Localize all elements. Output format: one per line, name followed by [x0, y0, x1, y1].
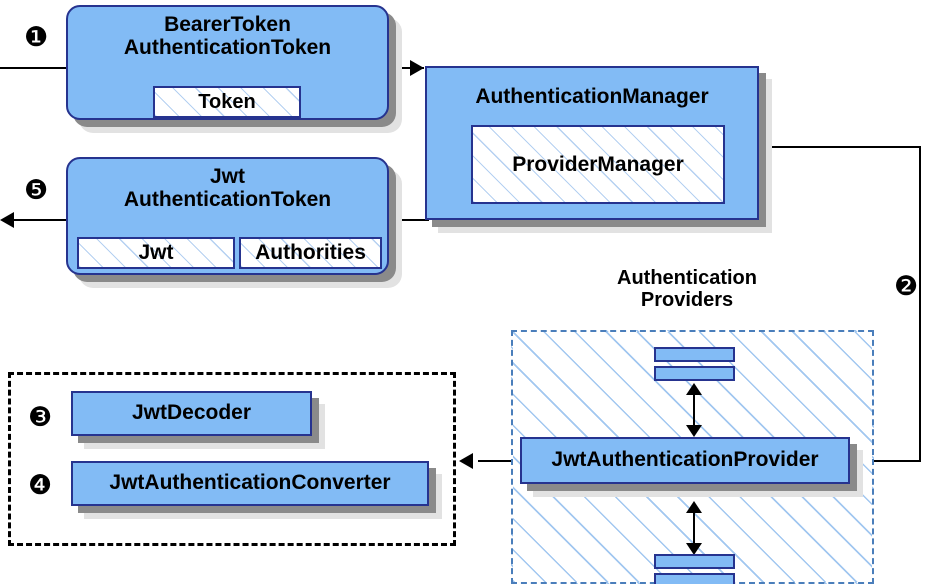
jwt-token-title-line1: Jwt — [209, 165, 245, 188]
provider-placeholder-bar-top-2 — [654, 366, 735, 381]
connector-manager-to-jwttoken — [389, 219, 429, 221]
arrowhead-provider-bottom-up — [686, 501, 702, 513]
provider-placeholder-bar-bottom-2 — [654, 573, 735, 584]
jwt-authentication-converter-box: JwtAuthenticationConverter — [71, 461, 429, 506]
authentication-manager-title: AuthenticationManager — [475, 85, 709, 108]
provider-placeholder-bar-bottom-1 — [654, 554, 735, 569]
arrowhead-response-out — [0, 212, 14, 228]
connector-provider-bottom — [693, 505, 695, 550]
arrowhead-to-manager — [410, 60, 424, 76]
arrowhead-to-support — [459, 453, 473, 469]
connector-manager-out-v — [919, 146, 921, 461]
jwt-token-title-line2: AuthenticationToken — [123, 187, 332, 211]
connector-provider-to-support — [478, 460, 523, 462]
authentication-providers-group: JwtAuthenticationProvider — [511, 330, 874, 584]
connector-bearer-to-manager — [389, 67, 424, 69]
arrowhead-provider-top-up — [686, 383, 702, 395]
bearer-token-authentication-token-box: BearerToken AuthenticationToken Token — [66, 5, 389, 120]
jwt-token-title: Jwt AuthenticationToken — [123, 165, 332, 211]
jwt-support-group — [8, 372, 456, 546]
provider-manager-field: ProviderManager — [471, 125, 725, 204]
bearer-token-title: BearerToken AuthenticationToken — [123, 13, 332, 59]
provider-manager-label: ProviderManager — [512, 152, 684, 176]
connector-request-in — [0, 67, 70, 69]
bearer-token-title-line1: BearerToken — [164, 13, 291, 36]
jwt-authentication-provider-box: JwtAuthenticationProvider — [520, 437, 850, 484]
badge-step-4: ❹ — [28, 470, 53, 501]
authentication-providers-heading-line1: Authentication — [617, 267, 757, 289]
jwt-field: Jwt — [77, 237, 235, 269]
jwt-authentication-provider-label: JwtAuthenticationProvider — [551, 448, 819, 472]
connector-response-out — [14, 219, 74, 221]
badge-step-3: ❸ — [28, 402, 53, 433]
jwt-authentication-token-box: Jwt AuthenticationToken Jwt Authorities — [66, 157, 389, 275]
badge-step-2: ❷ — [894, 271, 919, 302]
jwt-authentication-converter-label: JwtAuthenticationConverter — [109, 471, 391, 495]
jwt-decoder-box: JwtDecoder — [71, 391, 312, 436]
authentication-providers-heading-line2: Providers — [640, 288, 734, 311]
badge-step-5: ❺ — [24, 175, 49, 206]
provider-placeholder-bar-top-1 — [654, 347, 735, 362]
arrowhead-provider-top-down — [686, 425, 702, 437]
jwt-decoder-label: JwtDecoder — [131, 401, 252, 425]
authorities-field-label: Authorities — [255, 241, 366, 264]
connector-manager-out-h — [758, 146, 921, 148]
authentication-providers-heading: Authentication Providers — [567, 267, 807, 311]
connector-provider-top — [693, 387, 695, 432]
badge-step-1: ❶ — [24, 22, 49, 53]
token-field: Token — [153, 86, 301, 118]
token-field-label: Token — [198, 90, 256, 113]
bearer-token-title-line2: AuthenticationToken — [123, 35, 332, 59]
authorities-field: Authorities — [239, 237, 382, 269]
arrowhead-provider-bottom-down — [686, 543, 702, 555]
jwt-field-label: Jwt — [138, 241, 174, 264]
authentication-manager-box: AuthenticationManager ProviderManager — [425, 66, 759, 220]
